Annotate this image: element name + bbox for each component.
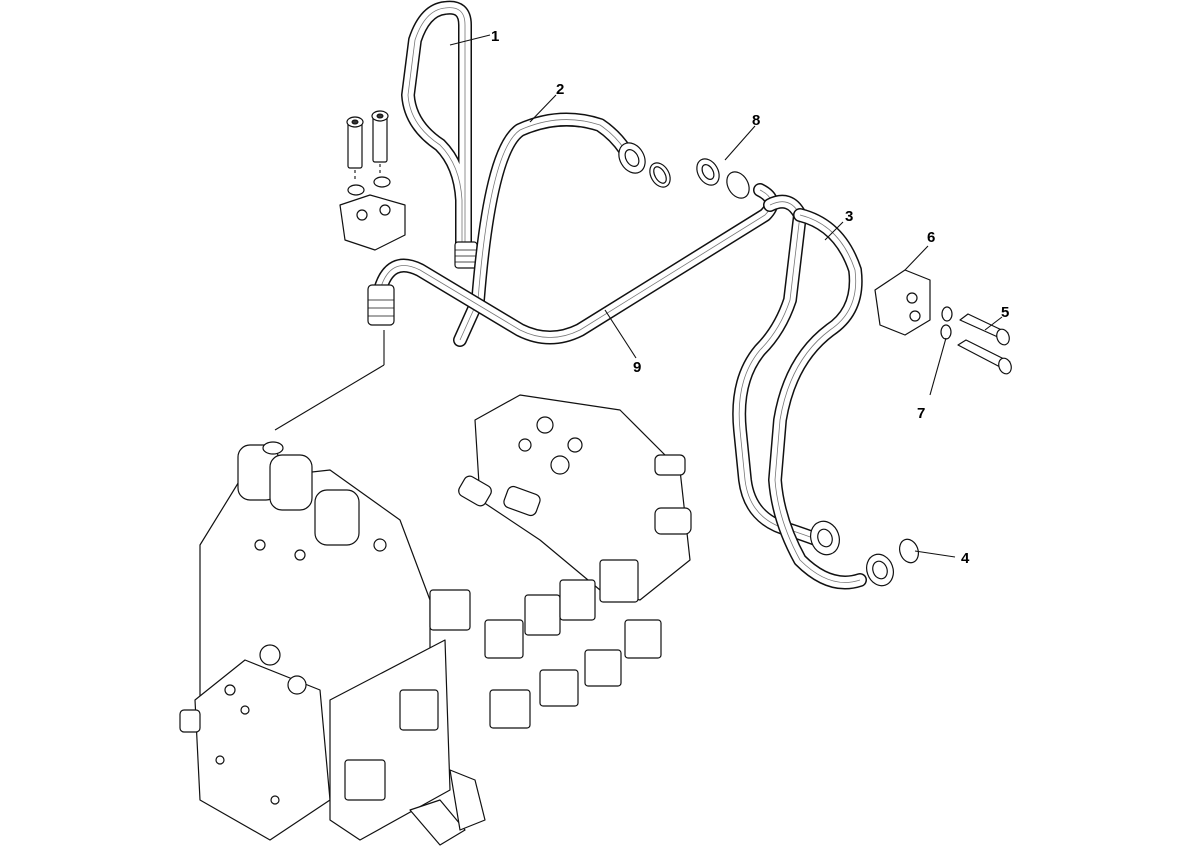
callout-2: 2 <box>556 81 564 98</box>
callout-5: 5 <box>1001 304 1009 321</box>
tube-9 <box>367 158 779 345</box>
callout-6: 6 <box>927 229 935 246</box>
valve-block-assembly <box>179 330 692 846</box>
left-clamp-assembly <box>339 110 406 251</box>
tube-2 <box>453 112 671 347</box>
washers-7 <box>940 306 953 340</box>
tube-3 <box>732 194 894 590</box>
callout-3: 3 <box>845 208 853 225</box>
callout-7: 7 <box>917 405 925 422</box>
callout-8: 8 <box>752 112 760 129</box>
tube-1 <box>401 0 478 269</box>
callout-4: 4 <box>961 550 970 567</box>
callout-leaders <box>449 34 1003 558</box>
right-clamp-6 <box>874 269 931 336</box>
callout-1: 1 <box>491 28 499 45</box>
callout-9: 9 <box>633 359 641 376</box>
bolts-5 <box>957 313 1012 375</box>
o-ring-4 <box>898 538 920 564</box>
